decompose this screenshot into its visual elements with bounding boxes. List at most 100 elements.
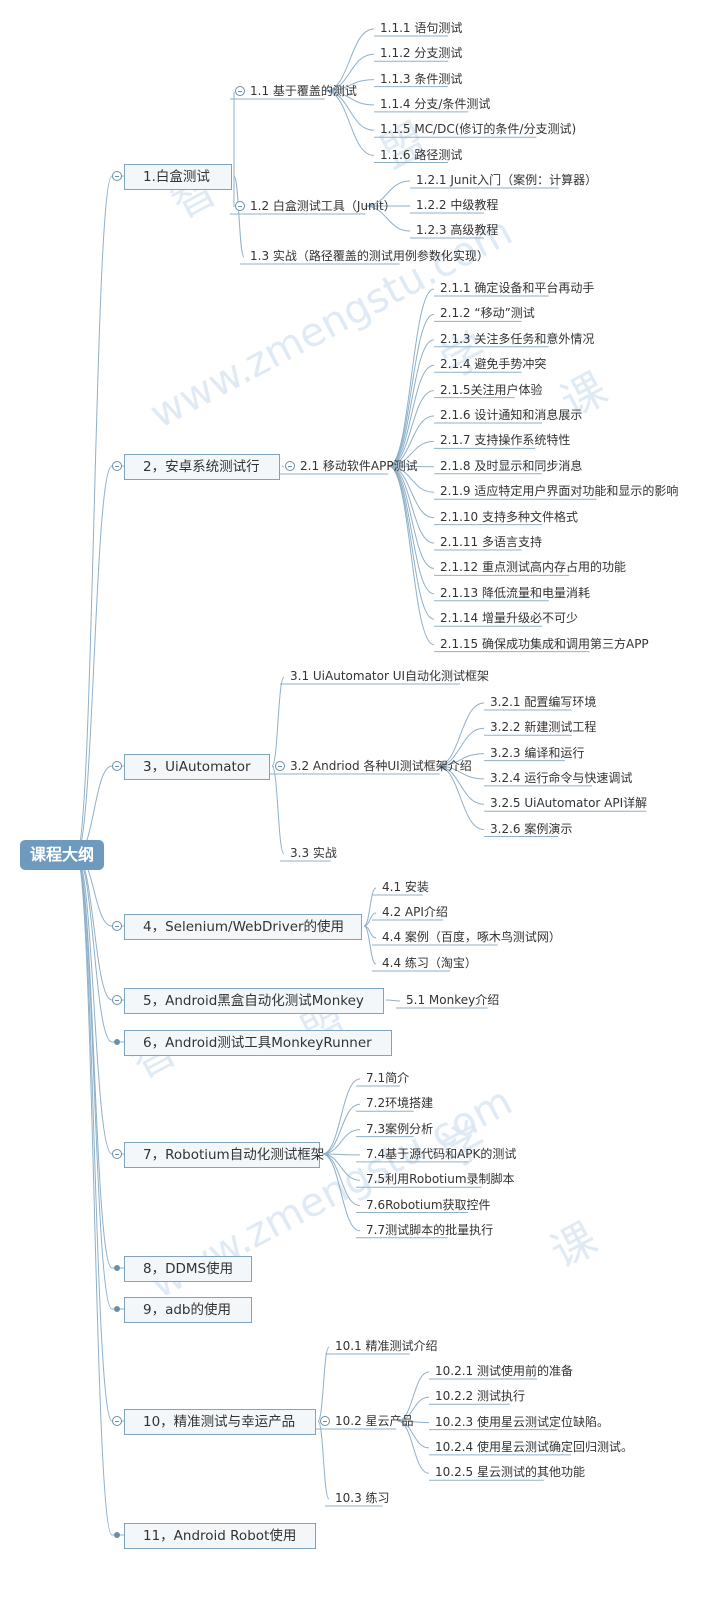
topic-3-2-5[interactable]: 3.2.5 UiAutomator API详解 xyxy=(490,796,648,811)
chapter-4[interactable]: 4，Selenium/WebDriver的使用 xyxy=(124,914,362,940)
topic-1-1-2[interactable]: 1.1.2 分支测试 xyxy=(380,46,463,61)
topic-7-3[interactable]: 7.3案例分析 xyxy=(366,1121,434,1136)
connector-1-1-6 xyxy=(325,90,375,156)
topic-7-7[interactable]: 7.7测试脚本的批量执行 xyxy=(366,1222,494,1237)
chapter-toggle-icon[interactable] xyxy=(112,995,122,1005)
chapter-9[interactable]: 9，adb的使用 xyxy=(124,1297,252,1323)
topic-4-4[interactable]: 4.4 案例（百度，啄木鸟测试网） xyxy=(382,930,561,944)
topic-7-2[interactable]: 7.2环境搭建 xyxy=(366,1096,434,1111)
topic-7-4[interactable]: 7.4基于源代码和APK的测试 xyxy=(366,1146,517,1161)
topic-3-2-1[interactable]: 3.2.1 配置编写环境 xyxy=(490,695,597,709)
topic-10-2-3[interactable]: 10.2.3 使用星云测试定位缺陷。 xyxy=(435,1414,609,1429)
topic-5-1[interactable]: 5.1 Monkey介绍 xyxy=(406,993,500,1007)
connector-3-2-5 xyxy=(436,765,485,805)
chapter-toggle-icon[interactable] xyxy=(114,1265,120,1271)
topic-2-1-10[interactable]: 2.1.10 支持多种文件格式 xyxy=(440,509,578,524)
connector-1-2-1 xyxy=(364,180,411,207)
connector-5-1 xyxy=(385,999,401,1002)
topic-3-2[interactable]: 3.2 Andriod 各种UI测试框架介绍 xyxy=(290,759,472,773)
topic-1-1-6[interactable]: 1.1.6 路径测试 xyxy=(380,147,463,162)
topic-2-1-6[interactable]: 2.1.6 设计通知和消息展示 xyxy=(440,408,583,422)
topic-1-1-3[interactable]: 1.1.3 条件测试 xyxy=(380,71,463,86)
connector-7-1 xyxy=(321,1078,361,1155)
chapter-11[interactable]: 11，Android Robot使用 xyxy=(124,1523,316,1549)
chapter-toggle-icon[interactable] xyxy=(112,171,122,181)
topic-1-2-1[interactable]: 1.2.1 Junit入门（案例：计算器） xyxy=(416,173,598,187)
topic-10-1[interactable]: 10.1 精准测试介绍 xyxy=(335,1339,438,1353)
topic-3-3[interactable]: 3.3 实战 xyxy=(290,846,337,860)
topic-2-1-14[interactable]: 2.1.14 增量升级必不可少 xyxy=(440,611,578,626)
topic-toggle-icon[interactable] xyxy=(285,461,295,471)
chapter-toggle-icon[interactable] xyxy=(112,761,122,771)
connector-root-chapter-11 xyxy=(75,854,113,1536)
topic-4-4[interactable]: 4.4 练习（淘宝） xyxy=(382,956,477,970)
topic-10-2-1[interactable]: 10.2.1 测试使用前的准备 xyxy=(435,1364,573,1378)
topic-3-2-6[interactable]: 3.2.6 案例演示 xyxy=(490,821,573,836)
chapter-6[interactable]: 6，Android测试工具MonkeyRunner xyxy=(124,1030,392,1056)
topic-2-1-2[interactable]: 2.1.2 “移动”测试 xyxy=(440,306,535,321)
chapter-2[interactable]: 2，安卓系统测试行 xyxy=(124,454,280,480)
topic-7-6[interactable]: 7.6Robotium获取控件 xyxy=(366,1197,491,1212)
topic-toggle-icon[interactable] xyxy=(320,1416,330,1426)
topic-2-1-9[interactable]: 2.1.9 适应特定用户界面对功能和显示的影响 xyxy=(440,484,679,499)
chapter-toggle-icon[interactable] xyxy=(114,1039,120,1045)
topic-1-2-2[interactable]: 1.2.2 中级教程 xyxy=(416,198,499,212)
chapter-toggle-icon[interactable] xyxy=(112,1149,122,1159)
topic-2-1-1[interactable]: 2.1.1 确定设备和平台再动手 xyxy=(440,281,595,295)
connector-2-1-1 xyxy=(388,288,435,467)
topic-7-5[interactable]: 7.5利用Robotium录制脚本 xyxy=(366,1172,515,1187)
connector-4-4 xyxy=(363,925,377,965)
connector-1-3 xyxy=(233,175,245,258)
topic-10-2-2[interactable]: 10.2.2 测试执行 xyxy=(435,1389,525,1404)
connector-10-3 xyxy=(317,1420,330,1500)
chapter-toggle-icon[interactable] xyxy=(112,921,122,931)
root-topic[interactable]: 课程大纲 xyxy=(20,840,105,870)
chapter-toggle-icon[interactable] xyxy=(112,461,122,471)
topic-2-1-8[interactable]: 2.1.8 及时显示和同步消息 xyxy=(440,458,583,473)
chapter-3[interactable]: 3，UiAutomator xyxy=(124,754,270,780)
topic-4-1[interactable]: 4.1 安装 xyxy=(382,880,429,894)
topic-1-1-1[interactable]: 1.1.1 语句测试 xyxy=(380,21,463,35)
chapter-5[interactable]: 5，Android黑盒自动化测试Monkey xyxy=(124,988,384,1014)
chapter-8[interactable]: 8，DDMS使用 xyxy=(124,1256,252,1282)
connector-3-3 xyxy=(271,765,285,855)
topic-toggle-icon[interactable] xyxy=(235,86,245,96)
topic-1-3[interactable]: 1.3 实战（路径覆盖的测试用例参数化实现） xyxy=(250,249,489,263)
topic-10-2-4[interactable]: 10.2.4 使用星云测试确定回归测试。 xyxy=(435,1439,633,1454)
topic-2-1-12[interactable]: 2.1.12 重点测试高内存占用的功能 xyxy=(440,560,626,575)
topic-2-1-7[interactable]: 2.1.7 支持操作系统特性 xyxy=(440,433,571,448)
topic-2-1-11[interactable]: 2.1.11 多语言支持 xyxy=(440,535,542,549)
connector-4-1 xyxy=(363,887,377,927)
connector-root-chapter-7 xyxy=(75,854,113,1155)
topic-1-2-3[interactable]: 1.2.3 高级教程 xyxy=(416,223,499,237)
topic-2-1-5[interactable]: 2.1.5关注用户体验 xyxy=(440,382,543,397)
topic-2-1-4[interactable]: 2.1.4 避免手势冲突 xyxy=(440,357,547,372)
topic-2-1[interactable]: 2.1 移动软件APP测试 xyxy=(300,459,418,473)
topic-1-1-4[interactable]: 1.1.4 分支/条件测试 xyxy=(380,96,491,111)
topic-10-2-5[interactable]: 10.2.5 星云测试的其他功能 xyxy=(435,1465,585,1480)
topic-10-3[interactable]: 10.3 练习 xyxy=(335,1491,390,1505)
chapter-7[interactable]: 7，Robotium自动化测试框架 xyxy=(124,1142,324,1168)
topic-1-2[interactable]: 1.2 白盒测试工具（Junit） xyxy=(250,199,396,213)
topic-toggle-icon[interactable] xyxy=(275,761,285,771)
topic-3-1[interactable]: 3.1 UiAutomator UI自动化测试框架 xyxy=(290,669,490,683)
chapter-toggle-icon[interactable] xyxy=(112,1416,122,1426)
chapter-1[interactable]: 1.白盒测试 xyxy=(124,164,232,190)
topic-4-2[interactable]: 4.2 API介绍 xyxy=(382,905,448,919)
topic-2-1-3[interactable]: 2.1.3 关注多任务和意外情况 xyxy=(440,331,595,346)
topic-2-1-15[interactable]: 2.1.15 确保成功集成和调用第三方APP xyxy=(440,636,649,651)
topic-3-2-4[interactable]: 3.2.4 运行命令与快速调试 xyxy=(490,770,633,785)
topic-1-1[interactable]: 1.1 基于覆盖的测试 xyxy=(250,84,357,98)
topic-toggle-icon[interactable] xyxy=(235,201,245,211)
chapter-10[interactable]: 10，精准测试与幸运产品 xyxy=(124,1409,316,1435)
topic-3-2-3[interactable]: 3.2.3 编译和运行 xyxy=(490,745,585,760)
connector-1-1-5 xyxy=(325,90,375,131)
topic-2-1-13[interactable]: 2.1.13 降低流量和电量消耗 xyxy=(440,585,590,600)
topic-10-2[interactable]: 10.2 星云产品 xyxy=(335,1414,414,1428)
chapter-toggle-icon[interactable] xyxy=(114,1306,120,1312)
chapter-toggle-icon[interactable] xyxy=(114,1532,120,1538)
connector-2-1-15 xyxy=(388,465,435,646)
topic-1-1-5[interactable]: 1.1.5 MC/DC(修订的条件/分支测试) xyxy=(380,122,577,137)
topic-3-2-2[interactable]: 3.2.2 新建测试工程 xyxy=(490,720,597,735)
topic-7-1[interactable]: 7.1简介 xyxy=(366,1071,410,1085)
